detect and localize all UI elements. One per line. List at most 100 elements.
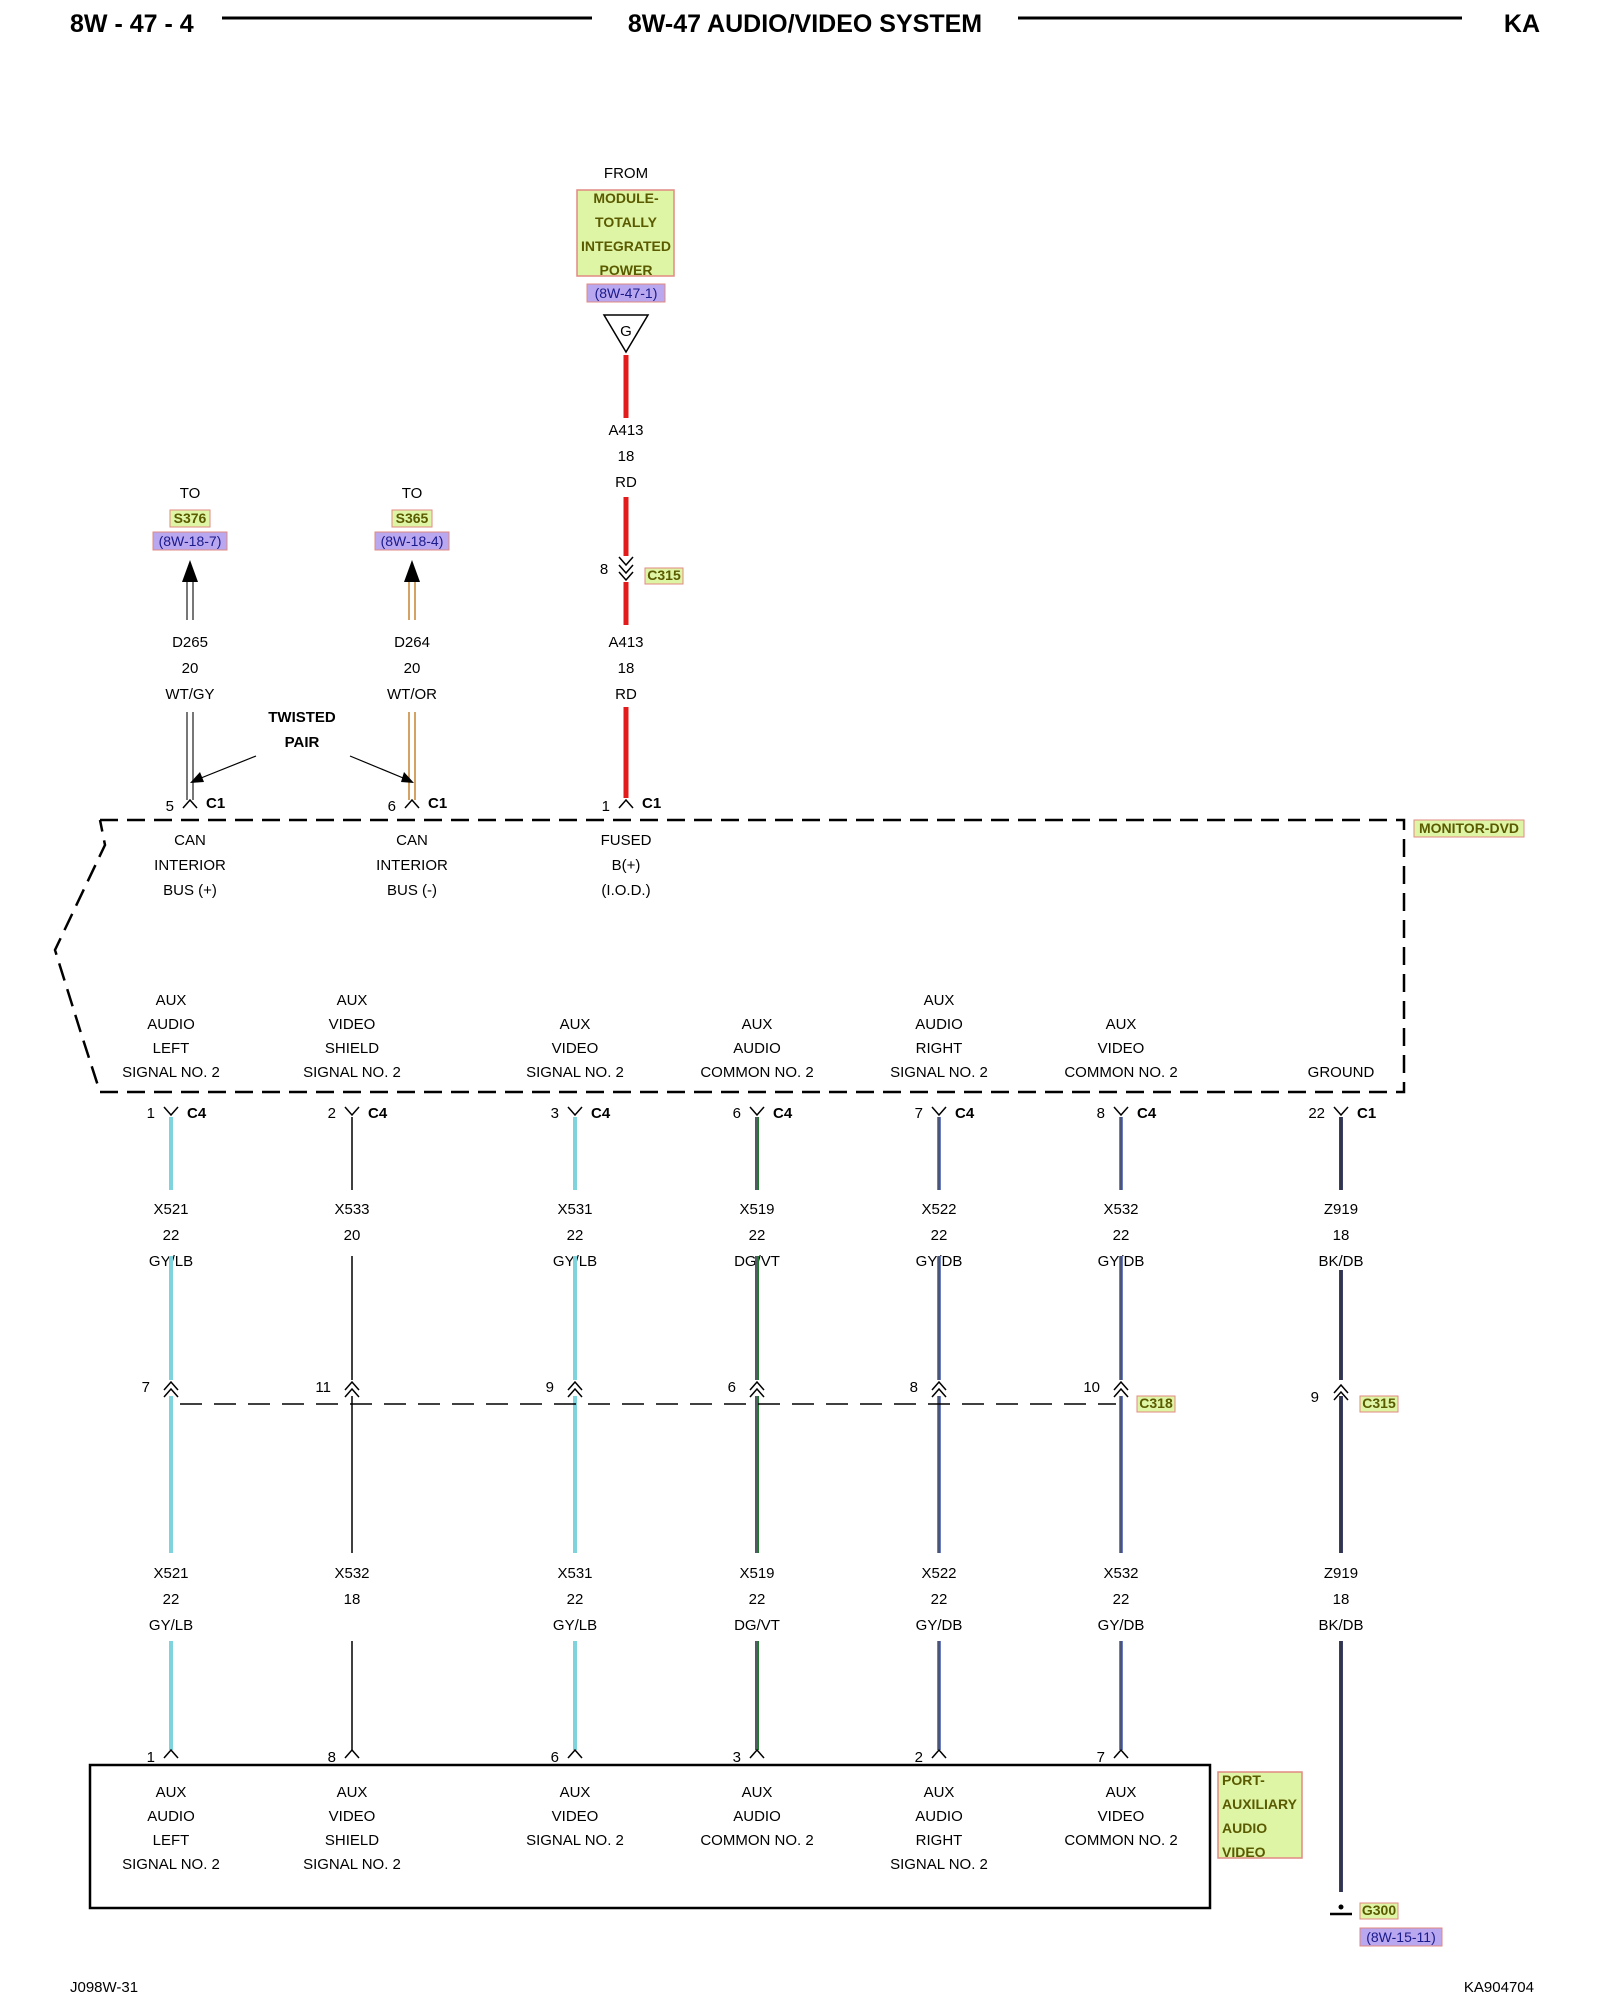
c4-label: C4 bbox=[368, 1105, 388, 1122]
wire-label: GY/LB bbox=[553, 1617, 597, 1634]
monitor-function: AUX bbox=[560, 1016, 591, 1033]
monitor-function: INTERIOR bbox=[154, 857, 226, 874]
c315-male bbox=[618, 556, 634, 567]
wire-label: 22 bbox=[163, 1227, 180, 1244]
wire-D264-label: WT/OR bbox=[387, 686, 437, 703]
wire-D265-label: D265 bbox=[172, 634, 208, 651]
c1-pin: 6 bbox=[388, 798, 396, 815]
port-function: AUDIO bbox=[733, 1808, 781, 1825]
c4-label: C4 bbox=[591, 1105, 611, 1122]
splice-ref-box bbox=[374, 531, 450, 551]
c315-male-2 bbox=[618, 564, 634, 575]
tipm-name: INTEGRATED bbox=[581, 238, 671, 254]
twisted-leader bbox=[349, 755, 409, 781]
wire-a413-lower-label: A413 bbox=[608, 634, 643, 651]
tipm-name: TOTALLY bbox=[595, 214, 658, 230]
port-pin: 2 bbox=[915, 1749, 923, 1766]
wire-label: X519 bbox=[739, 1201, 774, 1218]
port-pin: 1 bbox=[147, 1749, 155, 1766]
monitor-function: AUDIO bbox=[915, 1016, 963, 1033]
splice-tag-box bbox=[391, 509, 433, 528]
wire-a413-upper-label: A413 bbox=[608, 422, 643, 439]
wire-label: GY/LB bbox=[149, 1617, 193, 1634]
c4-connector bbox=[163, 1106, 179, 1117]
c315-tag-box bbox=[644, 567, 684, 585]
port-function: AUDIO bbox=[147, 1808, 195, 1825]
twisted-label: TWISTED bbox=[268, 709, 336, 726]
c1-connector bbox=[618, 798, 634, 809]
c4-connector bbox=[931, 1106, 947, 1117]
tipm-ref: (8W-47-1) bbox=[595, 285, 658, 301]
ground-dot bbox=[1338, 1904, 1344, 1910]
port-function: COMMON NO. 2 bbox=[700, 1832, 813, 1849]
monitor-function: LEFT bbox=[153, 1040, 190, 1057]
c4-pin: 8 bbox=[1097, 1105, 1105, 1122]
c318-connector-2 bbox=[567, 1387, 583, 1398]
tipm-box bbox=[576, 189, 675, 277]
port-function: AUX bbox=[742, 1784, 773, 1801]
wire-label: 22 bbox=[163, 1591, 180, 1608]
from-label: FROM bbox=[604, 165, 648, 182]
wire-label: X519 bbox=[739, 1565, 774, 1582]
monitor-function: BUS (+) bbox=[163, 882, 217, 899]
twisted-arrowhead bbox=[190, 772, 204, 783]
port-function: AUX bbox=[560, 1784, 591, 1801]
wire-label: X533 bbox=[334, 1201, 369, 1218]
wire-label: 18 bbox=[1333, 1227, 1350, 1244]
wire-D264-label: D264 bbox=[394, 634, 430, 651]
wire-label: GY/DB bbox=[1098, 1617, 1145, 1634]
wire-label: 22 bbox=[567, 1591, 584, 1608]
splice-tag-box bbox=[169, 509, 211, 528]
c4-label: C4 bbox=[773, 1105, 793, 1122]
monitor-function: CAN bbox=[174, 832, 206, 849]
ground-c315-connector-2 bbox=[1333, 1390, 1349, 1401]
ground-c315-pin: 9 bbox=[1311, 1389, 1319, 1406]
c318-pin: 11 bbox=[315, 1379, 331, 1396]
monitor-function: AUX bbox=[924, 992, 955, 1009]
c4-label: C4 bbox=[955, 1105, 975, 1122]
port-function: LEFT bbox=[153, 1832, 190, 1849]
wire-label: 20 bbox=[344, 1227, 361, 1244]
port-function: AUX bbox=[1106, 1784, 1137, 1801]
c318-connector bbox=[344, 1380, 360, 1391]
c318-connector bbox=[749, 1380, 765, 1391]
c318-pin: 7 bbox=[142, 1379, 150, 1396]
wire-label: GY/DB bbox=[916, 1617, 963, 1634]
port-function: VIDEO bbox=[1098, 1808, 1145, 1825]
c1-label: C1 bbox=[206, 795, 225, 812]
c4-label: C4 bbox=[1137, 1105, 1157, 1122]
c315-tag: C315 bbox=[647, 567, 681, 583]
port-name: AUDIO bbox=[1222, 1820, 1267, 1836]
c318-connector-2 bbox=[163, 1387, 179, 1398]
ground-ref: (8W-15-11) bbox=[1366, 1929, 1436, 1945]
ground-ref-box bbox=[1359, 1927, 1443, 1947]
wire-label: 22 bbox=[1113, 1227, 1130, 1244]
port-function: SIGNAL NO. 2 bbox=[303, 1856, 401, 1873]
to-label: TO bbox=[180, 485, 201, 502]
monitor-function: COMMON NO. 2 bbox=[700, 1064, 813, 1081]
wire-label: X522 bbox=[921, 1201, 956, 1218]
monitor-function: VIDEO bbox=[552, 1040, 599, 1057]
port-function: COMMON NO. 2 bbox=[1064, 1832, 1177, 1849]
wire-label: DG/VT bbox=[734, 1617, 780, 1634]
twisted-leader bbox=[195, 755, 257, 781]
monitor-function: SIGNAL NO. 2 bbox=[526, 1064, 624, 1081]
port-name: AUXILIARY bbox=[1222, 1796, 1298, 1812]
port-auxiliary-outline bbox=[88, 1763, 1212, 1910]
to-label: TO bbox=[402, 485, 423, 502]
c1-label: C1 bbox=[428, 795, 447, 812]
monitor-function: AUX bbox=[742, 1016, 773, 1033]
monitor-function: INTERIOR bbox=[376, 857, 448, 874]
port-function: AUX bbox=[924, 1784, 955, 1801]
wire-label: BK/DB bbox=[1318, 1617, 1363, 1634]
monitor-function: AUX bbox=[337, 992, 368, 1009]
c318-connector-2 bbox=[1113, 1387, 1129, 1398]
wire-label: X531 bbox=[557, 1565, 592, 1582]
c4-pin: 3 bbox=[551, 1105, 559, 1122]
model-code: KA bbox=[1504, 10, 1540, 38]
c4-pin: 2 bbox=[328, 1105, 336, 1122]
monitor-function: SIGNAL NO. 2 bbox=[303, 1064, 401, 1081]
ground-c1-label: C1 bbox=[1357, 1105, 1376, 1122]
ground-c315-tag: C315 bbox=[1362, 1395, 1396, 1411]
